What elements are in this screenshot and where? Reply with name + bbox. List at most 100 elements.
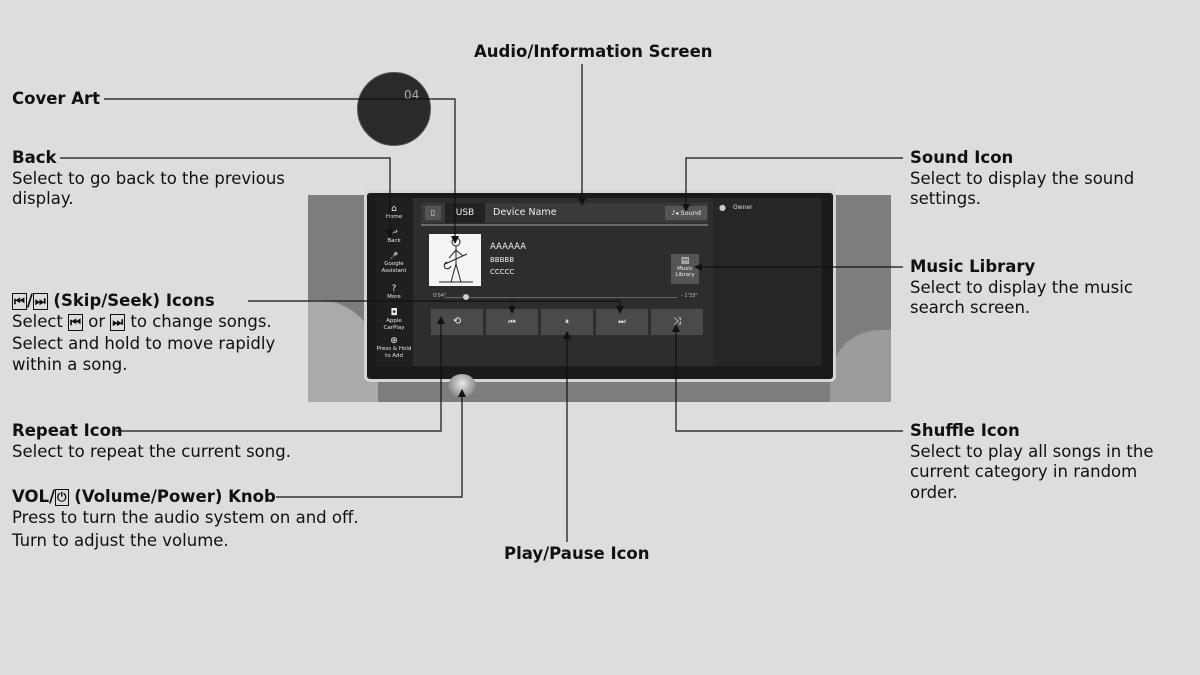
sound-icon: ♪◂ [671, 209, 679, 217]
arrow-back [386, 230, 394, 238]
cover-art-title: Cover Art [12, 89, 101, 108]
arrow-repeat [437, 316, 445, 324]
sound-label: Sound [680, 209, 701, 217]
arrow-skip-fwd [616, 306, 624, 314]
time-remaining: - 1'33" [681, 293, 698, 299]
arrow-shuffle [672, 324, 680, 332]
back-callout: Back Select to go back to the previous d… [12, 148, 312, 210]
arrow-play [563, 331, 571, 339]
music-library-icon: ▤ [680, 256, 690, 266]
add-shortcut-label: Press & Hold to Add [376, 346, 412, 359]
back-icon: ↩ [390, 228, 398, 238]
audio-screen-label: Audio/Information Screen [474, 42, 713, 61]
music-library-title: Music Library [910, 257, 1036, 276]
sound-callout: Sound Icon Select to display the sound s… [910, 148, 1180, 210]
skip-back-icon: ⏮ [12, 293, 27, 310]
left-navigation-bar: ⌂ Home ↩ Back 🎤 Google Assistant ? More … [375, 198, 413, 366]
repeat-title: Repeat Icon [12, 421, 123, 440]
repeat-icon: ⟲ [452, 316, 462, 327]
arrow-screen [578, 198, 586, 206]
google-assistant-label: Google Assistant [381, 261, 407, 274]
right-panel: ● Owner [713, 198, 822, 366]
carplay-icon: ◘ [390, 308, 398, 318]
shuffle-desc: Select to play all songs in the current … [910, 441, 1154, 502]
repeat-callout: Repeat Icon Select to repeat the current… [12, 421, 342, 462]
arrow-skip-back [508, 306, 516, 314]
skip-seek-desc2: Select and hold to move rapidly within a… [12, 334, 276, 374]
track-artist: BBBBB [490, 256, 515, 264]
progress-knob[interactable] [463, 294, 469, 300]
apple-carplay-button[interactable]: ◘ Apple CarPlay [375, 308, 413, 331]
usb-icon[interactable]: ▯ [425, 206, 441, 220]
guitarist-illustration [439, 237, 473, 283]
shuffle-title: Shuffle Icon [910, 421, 1020, 440]
arrow-knob [458, 389, 466, 397]
back-button[interactable]: ↩ Back [375, 228, 413, 245]
microphone-icon: 🎤 [389, 252, 399, 260]
vol-title-suffix: (Volume/Power) Knob [74, 487, 276, 506]
skip-forward-icon: ⏭ [110, 313, 126, 331]
vol-title-prefix: VOL/ [12, 487, 56, 506]
arrow-cover [451, 236, 459, 244]
home-label: Home [385, 214, 403, 220]
more-label: More [387, 294, 401, 300]
music-library-callout: Music Library Select to display the musi… [910, 257, 1170, 319]
repeat-button[interactable]: ⟲ [431, 309, 483, 335]
home-icon: ⌂ [391, 204, 397, 214]
music-library-button[interactable]: ▤ Music Library [671, 254, 699, 284]
music-library-desc: Select to display the music search scree… [910, 277, 1133, 318]
arrow-library [694, 263, 702, 271]
progress-bar[interactable] [445, 297, 677, 298]
divider [421, 224, 708, 226]
back-desc: Select to go back to the previous displa… [12, 168, 285, 209]
shuffle-callout: Shuffle Icon Select to play all songs in… [910, 421, 1180, 503]
back-title: Back [12, 148, 57, 167]
cover-art-callout: Cover Art [12, 89, 100, 110]
skip-seek-callout: ⏮/⏭ (Skip/Seek) Icons Select ⏮ or ⏭ to c… [12, 291, 302, 375]
back-label: Back [387, 238, 401, 244]
track-album: CCCCC [490, 268, 515, 276]
vol-callout: VOL/⏻ (Volume/Power) Knob Press to turn … [12, 487, 432, 552]
clock-widget [357, 72, 431, 146]
more-icon: ? [391, 284, 397, 294]
user-icon: ● [719, 203, 726, 212]
skip-seek-desc-tail: to change songs. [130, 311, 272, 331]
skip-forward-icon: ⏭ [32, 293, 48, 310]
add-icon: ⊕ [390, 336, 398, 346]
owner-label: Owner [733, 204, 753, 211]
skip-back-icon: ⏮ [508, 317, 516, 326]
google-assistant-button[interactable]: 🎤 Google Assistant [375, 251, 413, 274]
skip-seek-desc: Select ⏮ or ⏭ to change songs. [12, 312, 302, 333]
skip-back-icon: ⏮ [68, 313, 83, 331]
arrow-sound [682, 204, 690, 212]
skip-forward-icon: ⏭ [618, 317, 626, 326]
source-bar: ▯ USB Device Name ♪◂ Sound [421, 203, 708, 223]
more-button[interactable]: ? More [375, 284, 413, 301]
pause-icon: ⏸ [565, 317, 569, 326]
play-pause-button[interactable]: ⏸ [541, 309, 593, 335]
power-icon: ⏻ [55, 489, 69, 506]
add-shortcut-button[interactable]: ⊕ Press & Hold to Add [375, 336, 413, 359]
skip-forward-button[interactable]: ⏭ [596, 309, 648, 335]
skip-seek-title: ⏮/⏭ (Skip/Seek) Icons [12, 291, 215, 310]
time-elapsed: 0'04" [433, 293, 447, 299]
track-title: AAAAAA [490, 242, 527, 252]
shuffle-icon: ⤨ [673, 316, 681, 327]
skip-seek-title-text: (Skip/Seek) Icons [53, 291, 215, 310]
play-pause-label: Play/Pause Icon [504, 544, 650, 563]
sound-button[interactable]: ♪◂ Sound [665, 206, 707, 220]
sound-title: Sound Icon [910, 148, 1014, 167]
vol-desc2: Turn to adjust the volume. [12, 531, 229, 550]
vol-desc1: Press to turn the audio system on and of… [12, 507, 359, 527]
cover-art [429, 234, 481, 286]
skip-seek-desc-select: Select [12, 311, 63, 331]
home-button[interactable]: ⌂ Home [375, 204, 413, 221]
skip-seek-desc-or: or [88, 311, 106, 331]
music-library-label: Music Library [675, 266, 695, 278]
sound-desc: Select to display the sound settings. [910, 168, 1135, 209]
audio-information-screen: ⌂ Home ↩ Back 🎤 Google Assistant ? More … [375, 198, 822, 366]
vol-title: VOL/⏻ (Volume/Power) Knob [12, 487, 432, 508]
repeat-desc: Select to repeat the current song. [12, 441, 291, 461]
device-name: Device Name [493, 207, 557, 218]
